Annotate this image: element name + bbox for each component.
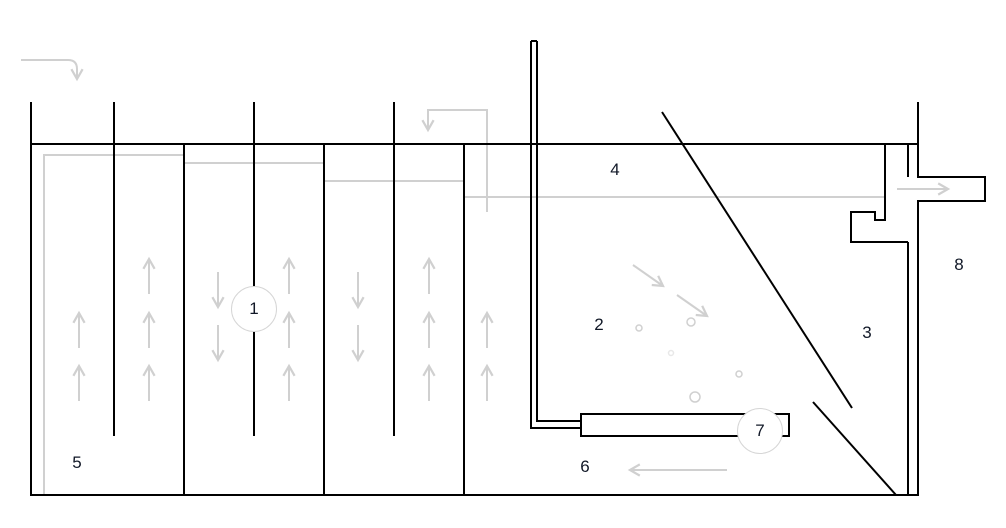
weir	[850, 144, 908, 243]
label-4: 4	[610, 160, 620, 179]
label-7-circle: 7	[737, 408, 783, 454]
recirculation-arrow	[421, 109, 488, 212]
tank-structure	[30, 40, 986, 496]
label-5: 5	[72, 453, 82, 472]
label-3: 3	[862, 323, 872, 342]
flow-arrows	[21, 59, 951, 477]
air-pipe	[530, 40, 581, 429]
label-1-circle: 1	[231, 286, 277, 332]
outlet-pipe	[907, 102, 986, 496]
aerator-tube	[580, 413, 790, 437]
label-2: 2	[594, 315, 604, 334]
baffles	[113, 102, 395, 436]
sludge-slope	[812, 401, 897, 496]
partition-walls	[183, 144, 465, 495]
label-8: 8	[954, 255, 964, 274]
bubbles	[635, 317, 743, 403]
settler-plate	[661, 111, 853, 409]
inflow-arrow	[21, 59, 84, 82]
label-6: 6	[580, 457, 590, 476]
